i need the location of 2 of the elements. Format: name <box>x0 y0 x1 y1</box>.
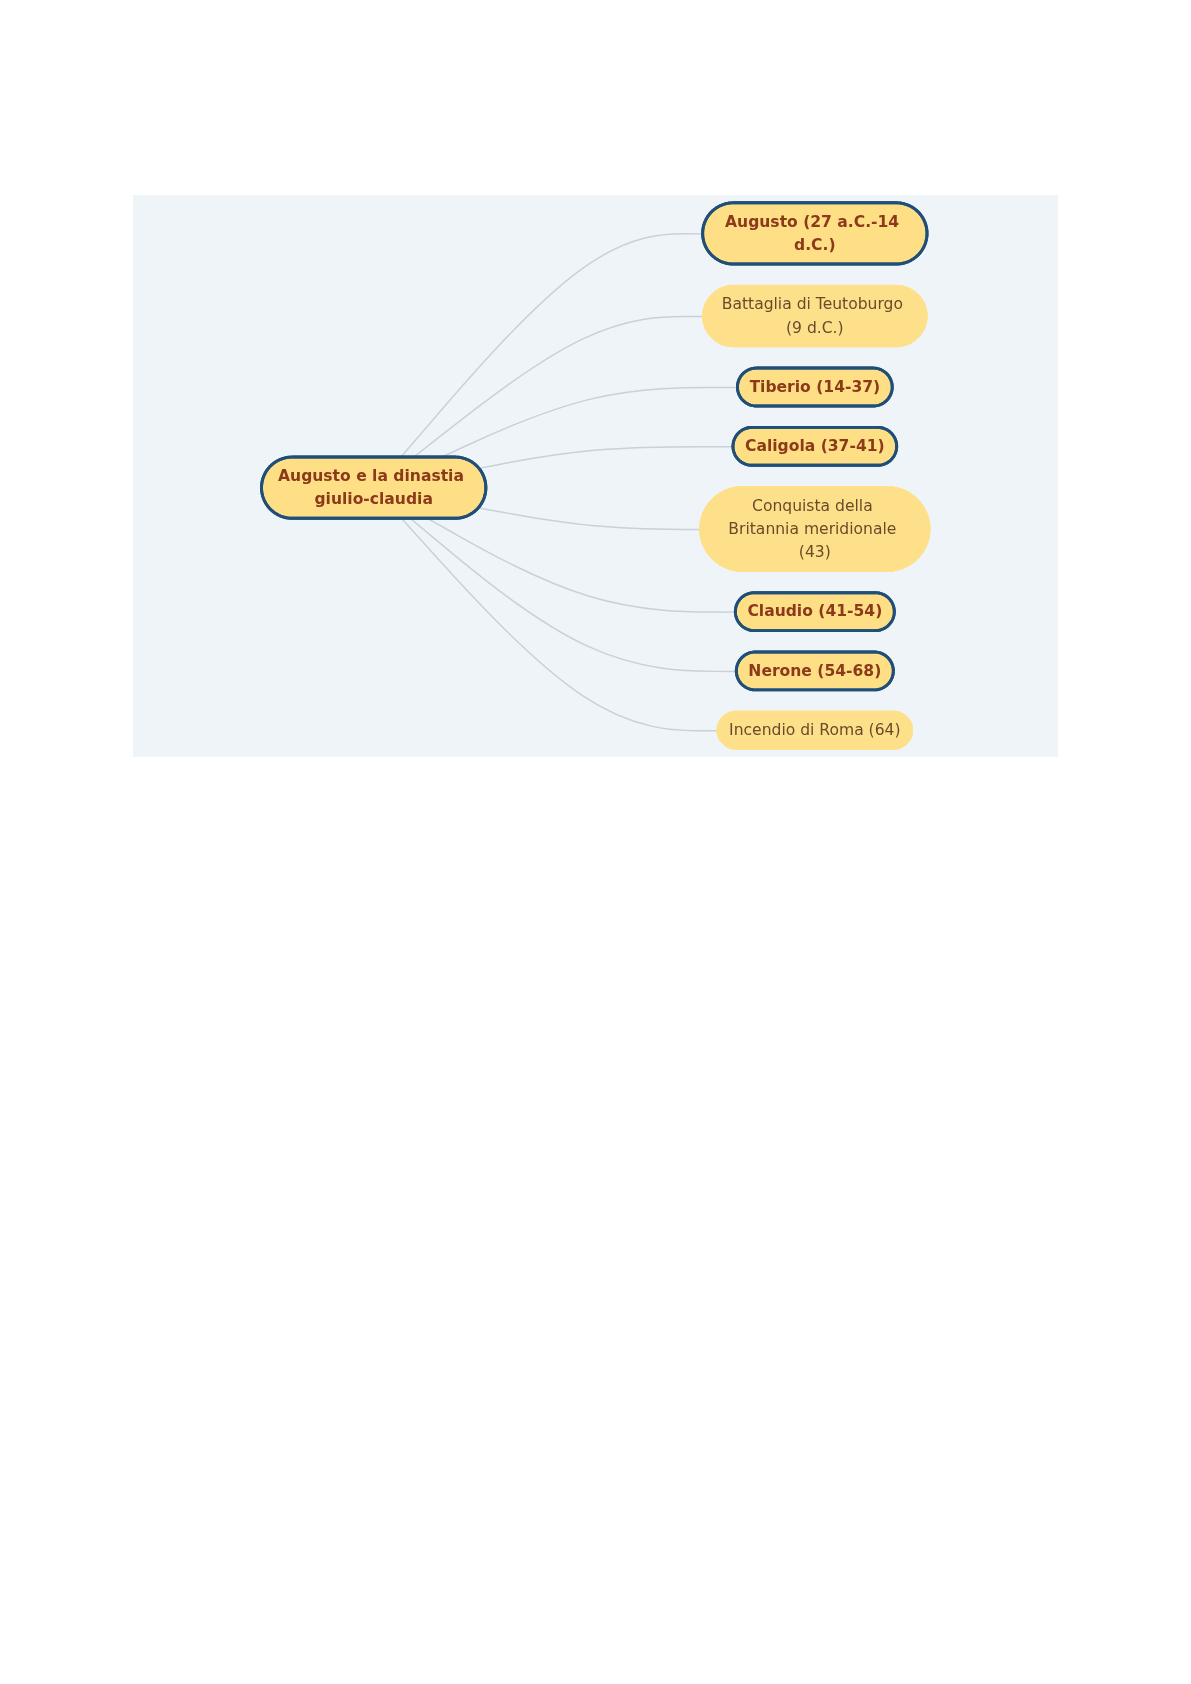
connector <box>400 518 719 732</box>
connector <box>478 507 701 531</box>
